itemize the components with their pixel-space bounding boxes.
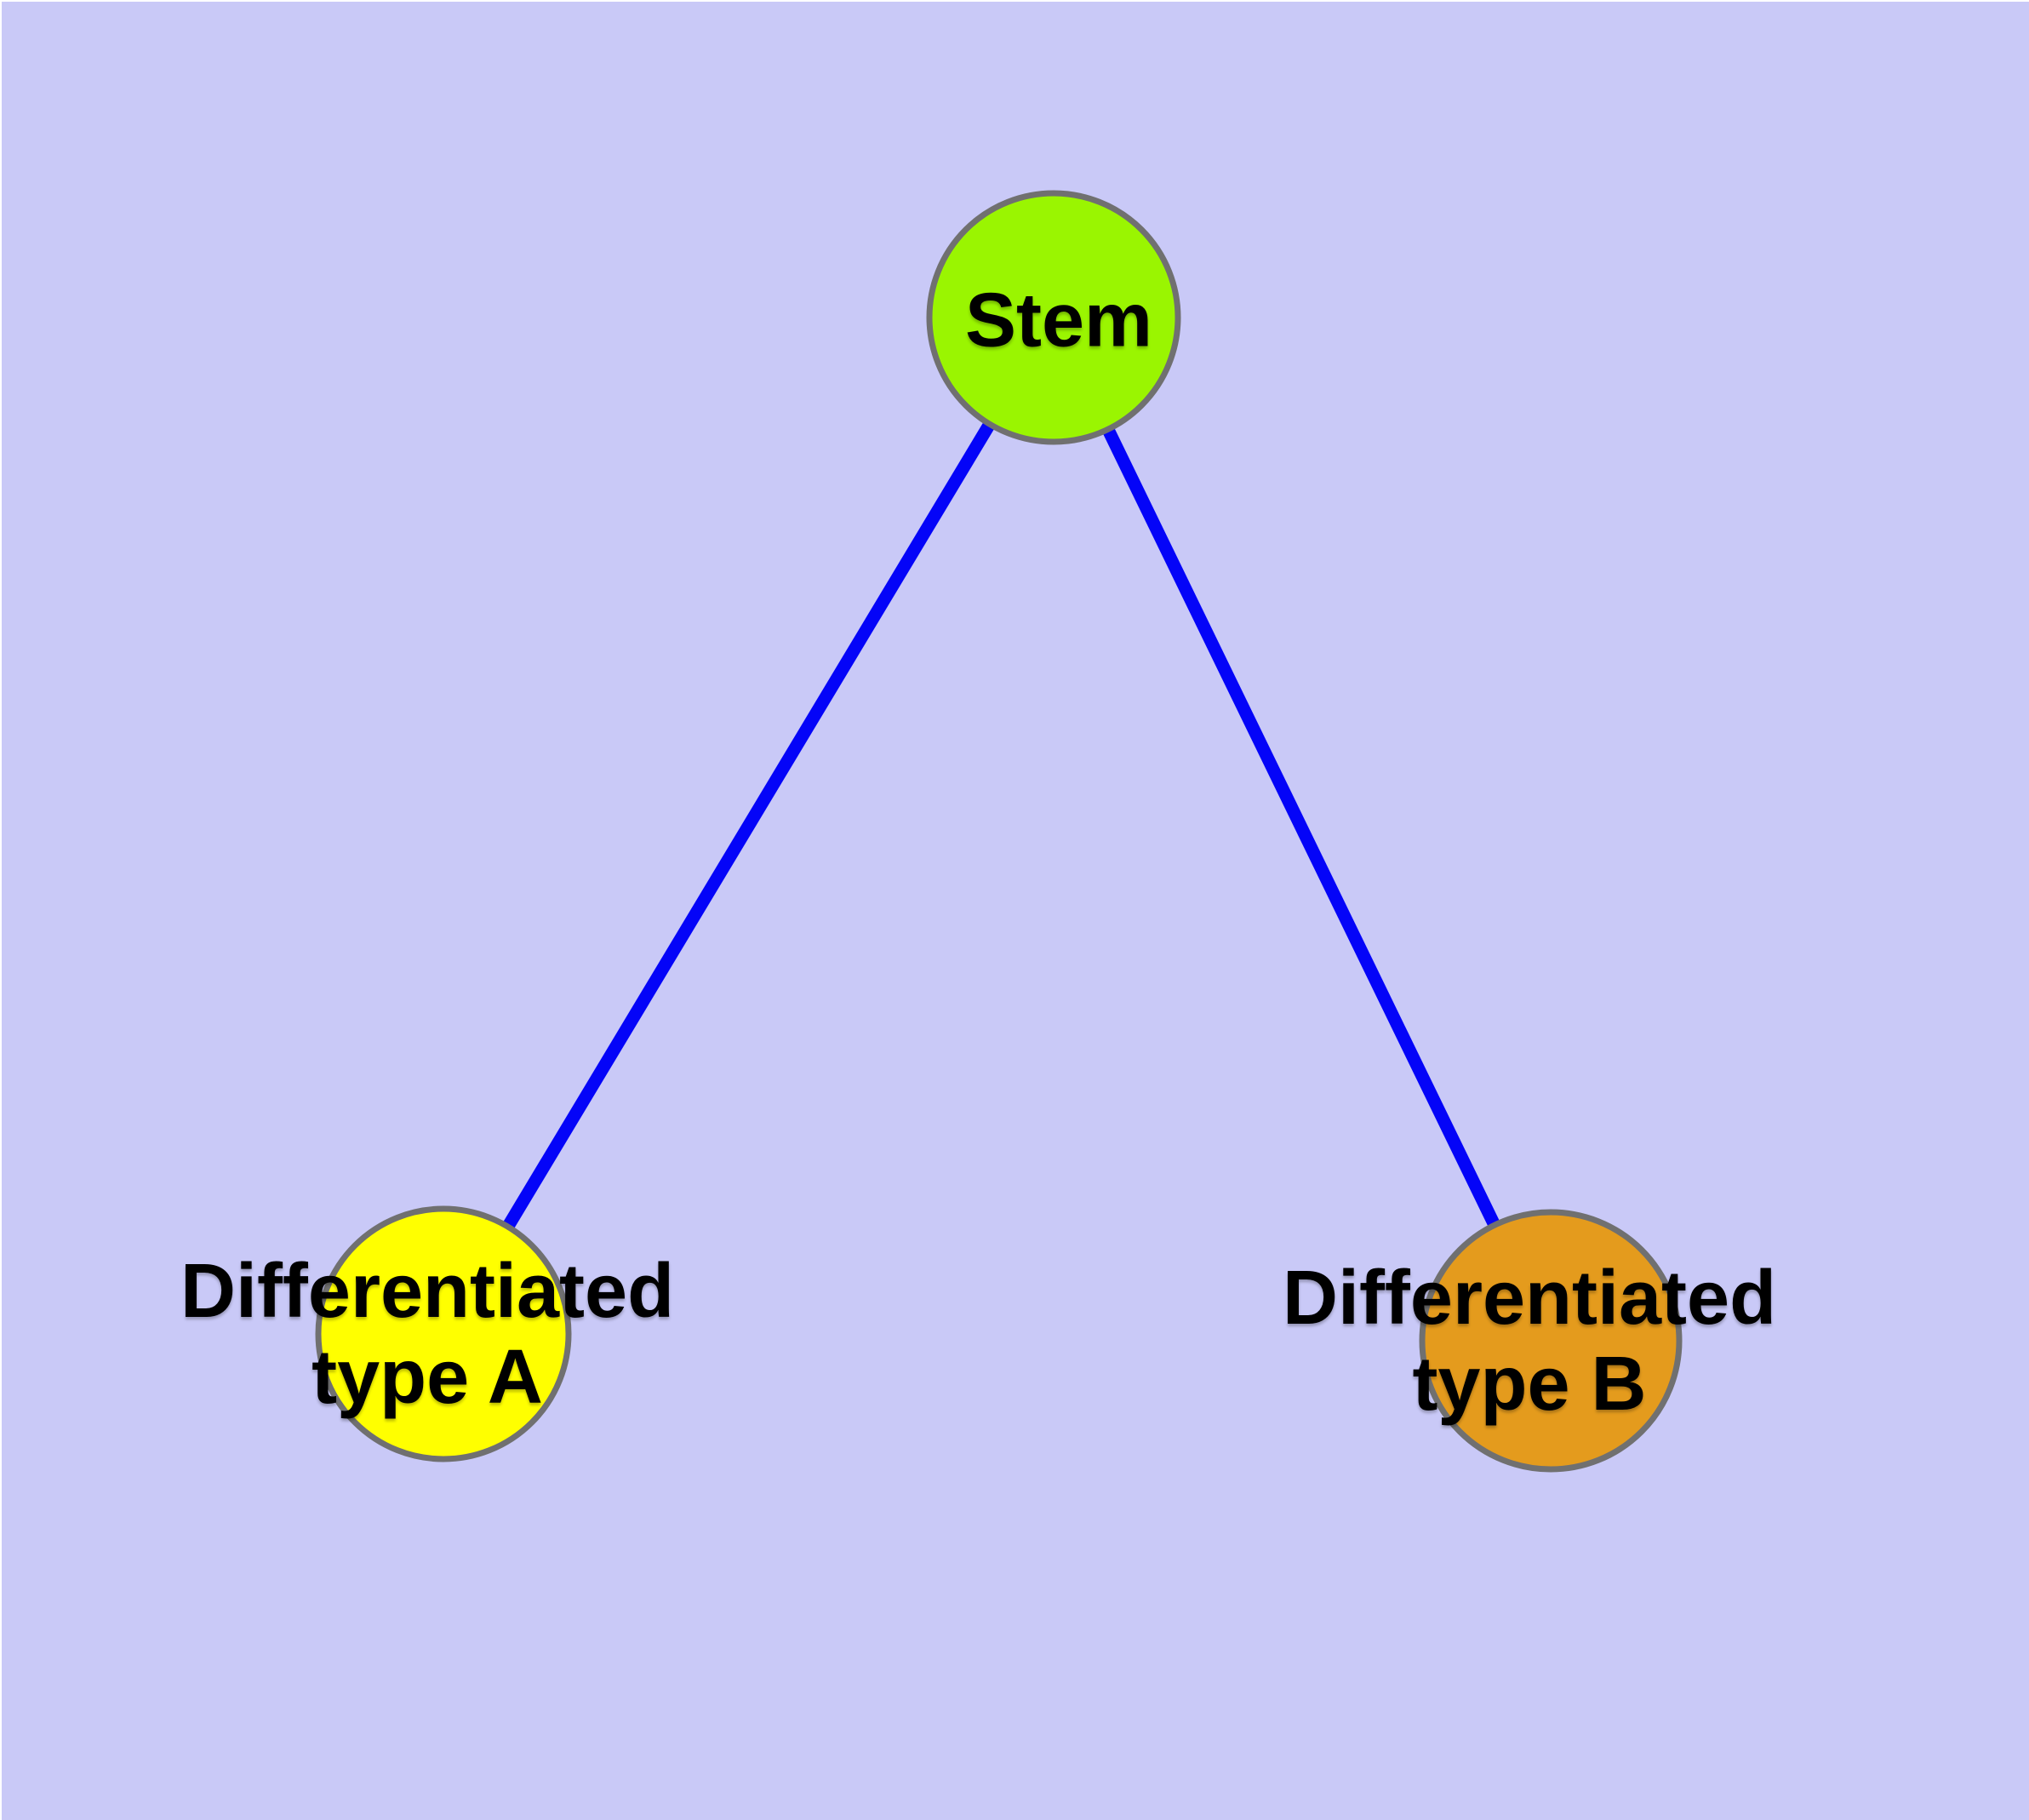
node-type-b-label-line2: type B xyxy=(1412,1342,1647,1427)
edge-stem-to-type-b xyxy=(1048,314,1557,1344)
node-type-b-label-line1: Differentiated xyxy=(1282,1256,1777,1341)
node-type-b-circle xyxy=(1419,1209,1683,1473)
node-type-b-label: Differentiated type B xyxy=(1283,1256,1776,1428)
node-stem-circle xyxy=(926,190,1181,445)
node-stem-label: Stem xyxy=(965,278,1152,364)
node-stem-label-line1: Stem xyxy=(964,278,1153,363)
node-type-a-label: Differentiated type A xyxy=(180,1249,674,1421)
node-type-a-label-line1: Differentiated xyxy=(180,1249,675,1334)
node-type-a-circle xyxy=(315,1205,572,1462)
edge-stem-to-type-a xyxy=(437,314,1060,1337)
node-type-a-label-line2: type A xyxy=(311,1335,543,1420)
